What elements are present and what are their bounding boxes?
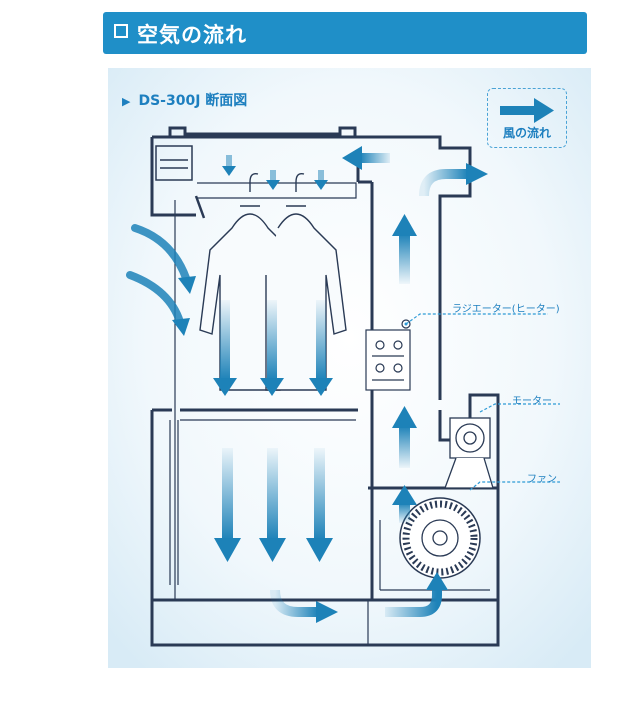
machine-inner-lines: [169, 182, 490, 645]
legend-label: 風の流れ: [502, 126, 551, 140]
arrow-up-duct-2: [392, 406, 417, 468]
arrow-intake-heads: [172, 276, 196, 336]
triangle-right-icon: ▶: [122, 95, 131, 108]
label-fan: ファン: [527, 474, 557, 485]
arrow-up-duct-1: [392, 485, 417, 523]
arrow-top-left: [342, 146, 390, 170]
radiator-heater-unit: [365, 319, 411, 391]
diagram-background: [108, 68, 591, 668]
diagram-subtitle: ▶ DS-300J 断面図: [122, 90, 247, 110]
arrow-bottom-right: [270, 589, 338, 623]
diagram-subtitle-text: DS-300J 断面図: [138, 93, 248, 109]
control-box: [155, 145, 206, 219]
arrow-down-lower-2: [259, 448, 286, 562]
arrow-down-upper-1: [213, 300, 237, 396]
legend-box: 風の流れ: [487, 88, 567, 148]
section-title: 空気の流れ: [137, 23, 247, 47]
label-radiator: ラジエーター(ヒーター): [452, 304, 560, 315]
section-header: 空気の流れ: [103, 12, 587, 54]
checkbox-square-icon: [114, 24, 128, 38]
fan-unit: [399, 497, 481, 579]
arrow-up-duct-3: [392, 214, 417, 284]
arrow-down-upper-2: [260, 300, 284, 396]
label-motor: モーター: [512, 396, 552, 407]
arrow-down-lower-3: [306, 448, 333, 562]
arrow-intake-left: [126, 224, 190, 326]
arrow-into-fan: [385, 572, 448, 617]
arrow-down-upper-3: [309, 300, 333, 396]
arrow-exhaust-right: [419, 163, 488, 197]
legend-arrow-icon: [500, 98, 554, 123]
motor-unit: [444, 417, 494, 489]
arrow-down-top-small: [222, 155, 328, 190]
callout-leaders: [404, 313, 560, 491]
airflow-arrows: [126, 98, 554, 623]
arrow-down-lower-1: [214, 448, 241, 562]
